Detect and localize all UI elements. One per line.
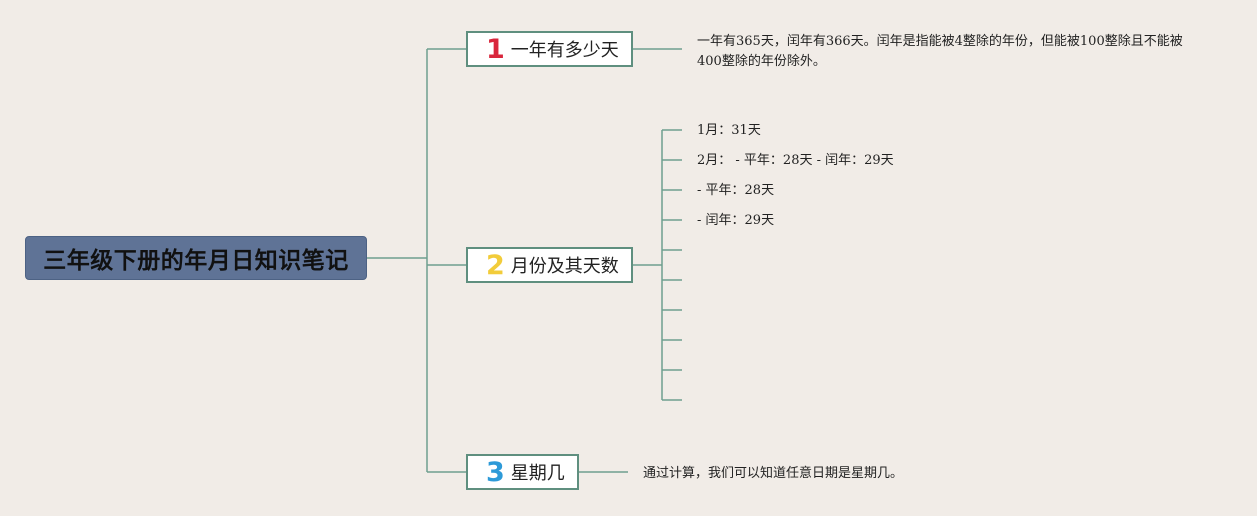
topic-1-description[interactable]: 一年有365天，闰年有366天。闰年是指能被4整除的年份，但能被100整除且不能…: [697, 34, 1183, 69]
root-node[interactable]: 三年级下册的年月日知识笔记: [25, 236, 367, 280]
month-item-2[interactable]: 2月： - 平年：28天 - 闰年：29天: [697, 153, 894, 168]
topic-node-2[interactable]: 2 月份及其天数: [466, 247, 633, 283]
topic-label-2: 月份及其天数: [510, 256, 619, 277]
number-2-icon: 2: [486, 249, 505, 281]
topic-node-1[interactable]: 1 一年有多少天: [466, 31, 633, 67]
topic-node-3[interactable]: 3 星期几: [466, 454, 579, 490]
month-item-1[interactable]: 1月：31天: [697, 123, 761, 138]
topic-label-1: 一年有多少天: [510, 40, 619, 61]
number-1-icon: 1: [486, 33, 505, 65]
root-title: 三年级下册的年月日知识笔记: [43, 248, 349, 274]
number-3-icon: 3: [486, 456, 505, 488]
topic-3-description[interactable]: 通过计算，我们可以知道任意日期是星期几。: [643, 466, 904, 481]
topic-label-3: 星期几: [510, 463, 565, 484]
month-item-3[interactable]: - 平年：28天: [697, 183, 775, 198]
month-item-4[interactable]: - 闰年：29天: [697, 213, 775, 228]
